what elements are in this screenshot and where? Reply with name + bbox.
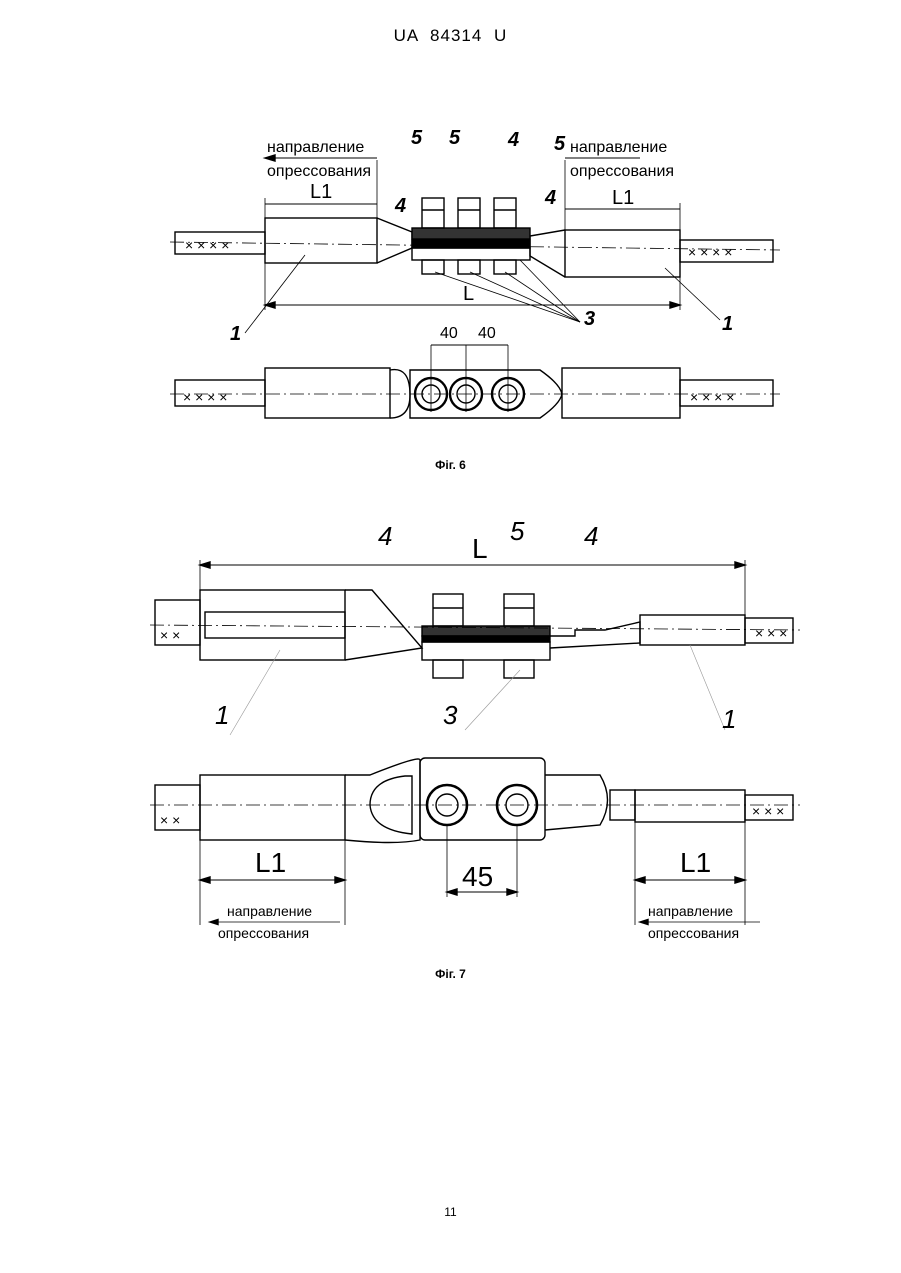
fig7-direction-right-line2: опрессования — [648, 925, 739, 941]
fig6-l1-right-label: L1 — [612, 187, 634, 209]
fig6-leader-3c — [505, 272, 580, 322]
fig7-l1-right-label: L1 — [680, 847, 711, 878]
fig7-caption: Фіг. 7 — [0, 967, 901, 981]
fig7-dim-45: 45 — [462, 861, 493, 892]
fig6-taper-right — [530, 230, 565, 277]
fig6-part-1-right: 1 — [722, 313, 733, 335]
fig6-bolt-2-top — [458, 198, 480, 228]
fig6-nut-3 — [494, 260, 516, 274]
fig7-taper-left — [345, 590, 422, 660]
fig6-bolt-3-top — [494, 198, 516, 228]
fig6-direction-left-line2: опрессования — [267, 163, 371, 180]
fig7-direction-left-line2: опрессования — [218, 925, 309, 941]
fig6-plate-upper — [412, 228, 530, 239]
fig6-leader-1-right — [665, 268, 720, 320]
fig7-nut-2 — [504, 660, 534, 678]
fig6-part-3: 3 — [584, 308, 595, 330]
fig6-taper-left — [377, 218, 412, 263]
fig6-plan-cable-left-hatch: × × × × — [183, 389, 227, 405]
fig7-sleeve-right — [640, 615, 745, 645]
fig6-plan-view: × × × × × × × × — [170, 345, 780, 418]
fig7-leader-1-left — [230, 650, 280, 735]
fig6-l1-left-label: L1 — [310, 181, 332, 203]
fig6-sleeve-right — [565, 230, 680, 277]
fig7-plate-mid — [422, 636, 550, 642]
fig7-part-5: 5 — [510, 516, 525, 546]
fig6-part-5-mid: 5 — [449, 127, 461, 149]
page-number: 11 — [0, 1205, 901, 1219]
fig6-dim-40-right: 40 — [478, 325, 496, 342]
fig7-leader-3 — [465, 670, 520, 730]
fig7-direction-right-line1: направление — [648, 903, 733, 919]
fig6-part-5-right: 5 — [554, 133, 566, 155]
fig6-leader-3d — [520, 260, 580, 322]
fig6-plan-sleeve-left — [265, 368, 390, 418]
fig7-l-label: L — [472, 533, 488, 564]
fig6-cable-left-hatch: × × × × — [185, 237, 229, 253]
fig7-part-4-right: 4 — [584, 521, 598, 551]
fig6-sleeve-left — [265, 218, 377, 263]
fig6-part-4-top: 4 — [507, 129, 519, 151]
fig7-nut-1 — [433, 660, 463, 678]
fig7-part-1-right: 1 — [722, 704, 736, 734]
fig7-bolt-1-top — [433, 594, 463, 626]
fig6-part-4-right: 4 — [544, 187, 556, 209]
fig7-plan-sleeve-left — [200, 775, 345, 840]
fig7-part-4-left: 4 — [378, 521, 392, 551]
fig6-cable-right-hatch: × × × × — [688, 244, 732, 260]
fig6-part-5-left: 5 — [411, 127, 423, 149]
fig6-part-1-left: 1 — [230, 323, 241, 345]
fig6-caption: Фіг. 6 — [0, 458, 901, 472]
fig6-bolt-1-top — [422, 198, 444, 228]
fig7-taper-right — [550, 622, 640, 648]
fig7-direction-arrowhead-left — [210, 920, 218, 925]
fig6-direction-left-line1: направление — [267, 139, 364, 156]
fig7-plan-taper-left — [345, 759, 420, 843]
fig7-part-3: 3 — [443, 700, 458, 730]
fig7-side-view: × × × × × — [150, 560, 800, 735]
fig6-nut-1 — [422, 260, 444, 274]
fig6-nut-2 — [458, 260, 480, 274]
fig6-direction-right-line1: направление — [570, 139, 667, 156]
fig7-plan-cable-left-hatch: × × — [160, 812, 180, 828]
fig7-plate-lower — [422, 642, 550, 660]
fig6-part-4-left: 4 — [394, 195, 406, 217]
fig7-l1-left-label: L1 — [255, 847, 286, 878]
fig7-bolt-2-top — [504, 594, 534, 626]
fig7-cable-left-hatch: × × — [160, 627, 180, 643]
fig6-leader-3b — [470, 272, 580, 322]
fig7-leader-1-right — [690, 645, 725, 730]
fig7-direction-arrowhead-right — [640, 920, 648, 925]
fig6-side-view: × × × × × × × × — [170, 155, 780, 333]
fig6-plate-base — [412, 248, 530, 260]
fig6-plan-cable-right-hatch: × × × × — [690, 389, 734, 405]
fig6-leader-3a — [435, 272, 580, 322]
fig7-part-1-left: 1 — [215, 700, 229, 730]
fig6-plan-sleeve-right — [562, 368, 680, 418]
fig7-sleeve-left — [200, 590, 345, 660]
fig7-cable-right-hatch: × × × — [755, 625, 787, 641]
fig6-dim-40-left: 40 — [440, 325, 458, 342]
fig7-plan-view: × × × × × — [150, 758, 800, 925]
fig6-leader-1-left — [245, 255, 305, 333]
fig7-plan-taper-right — [545, 775, 608, 830]
fig6-l-label: L — [463, 283, 474, 305]
fig7-plan-sleeve-right — [635, 790, 745, 822]
fig7-sleeve-left-inner — [205, 612, 345, 638]
fig6-direction-right-line2: опрессования — [570, 163, 674, 180]
fig7-direction-left-line1: направление — [227, 903, 312, 919]
fig7-plan-cable-right-hatch: × × × — [752, 803, 784, 819]
